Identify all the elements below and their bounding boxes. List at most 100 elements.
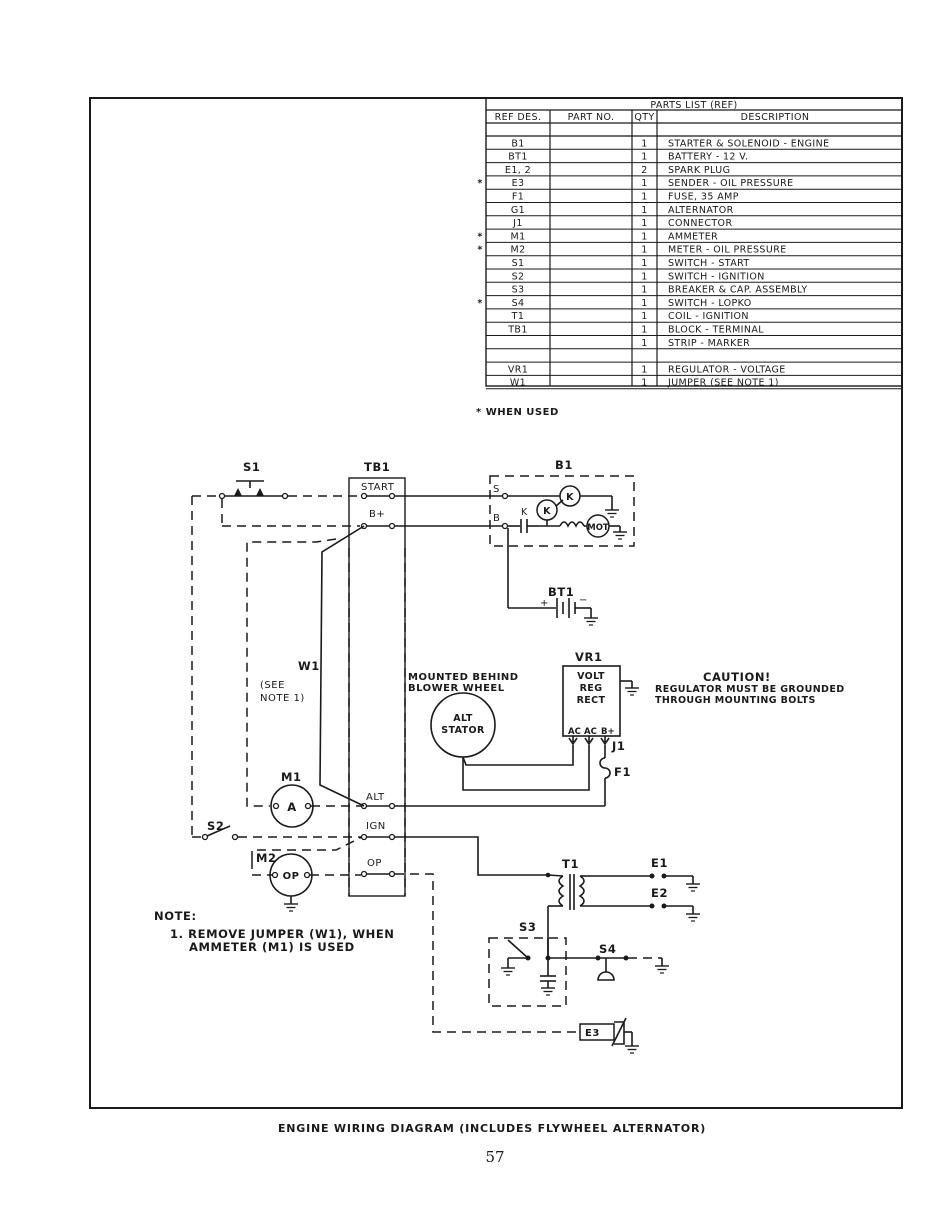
ref-des: E1, 2 [505, 165, 531, 176]
description: STARTER & SOLENOID - ENGINE [668, 138, 830, 149]
see-note-line2: NOTE 1) [260, 693, 305, 704]
vr-volt: VOLT [577, 671, 605, 682]
note-line1: 1. REMOVE JUMPER (W1), WHEN [170, 927, 395, 941]
w1-label: W1 [298, 659, 320, 673]
jumper-w1: W1 (SEE NOTE 1) [260, 525, 365, 807]
qty: 1 [641, 205, 647, 216]
s4-label: S4 [599, 942, 616, 956]
header-part-no: PART NO. [568, 112, 615, 123]
qty: 1 [641, 192, 647, 203]
vr-ac2: AC [584, 727, 597, 737]
qty: 1 [641, 152, 647, 163]
qty: 2 [641, 165, 647, 176]
e3-label: E3 [585, 1028, 600, 1039]
fuse-f1: F1 [599, 745, 631, 779]
b1-label: B1 [555, 458, 573, 472]
description: CONNECTOR [668, 218, 732, 229]
op-symbol: OP [283, 871, 300, 882]
j1-label: J1 [611, 739, 625, 753]
ammeter-symbol: A [287, 800, 297, 814]
ignition-coil-t1: T1 [545, 857, 650, 910]
stator-label-2: STATOR [441, 725, 485, 736]
description: METER - OIL PRESSURE [668, 245, 787, 256]
t1-label: T1 [562, 857, 579, 871]
s3-label: S3 [519, 920, 536, 934]
s1-label: S1 [243, 460, 260, 474]
qty: 1 [641, 245, 647, 256]
ref-des: S4 [512, 298, 525, 309]
caution-note: CAUTION! REGULATOR MUST BE GROUNDED THRO… [655, 670, 845, 706]
qty: 1 [641, 364, 647, 375]
alternator-stator-g1: MOUNTED BEHIND BLOWER WHEEL ALT STATOR [408, 672, 519, 758]
description: SPARK PLUG [668, 165, 730, 176]
vr-reg: REG [580, 683, 603, 694]
caution-line1: REGULATOR MUST BE GROUNDED [655, 684, 845, 695]
used-mark: * [477, 298, 482, 309]
qty: 1 [641, 298, 647, 309]
m2-label: M2 [256, 851, 277, 865]
description: JUMPER (SEE NOTE 1) [667, 378, 779, 389]
ref-des: E3 [512, 178, 525, 189]
note-block: NOTE: 1. REMOVE JUMPER (W1), WHEN AMMETE… [154, 909, 395, 954]
starter-solenoid-b1: B1 S B K K K MOT [489, 458, 635, 547]
breaker-cap-s3: S3 [488, 920, 567, 1007]
voltage-regulator-vr1: VR1 VOLT REG RECT AC AC B+ J1 [562, 650, 640, 753]
parts-row: J1 1 CONNECTOR [486, 218, 902, 230]
coil-k2-label: K [543, 506, 551, 517]
parts-row: * S4 1 SWITCH - LOPKO [477, 298, 902, 310]
vr-bplus: B+ [601, 727, 615, 737]
description: BREAKER & CAP. ASSEMBLY [668, 285, 808, 296]
coil-k1-label: K [566, 492, 574, 503]
ref-des: G1 [511, 205, 525, 216]
battery-minus: − [579, 595, 588, 606]
caution-title: CAUTION! [703, 670, 771, 684]
parts-row: W1 1 JUMPER (SEE NOTE 1) [486, 378, 902, 390]
k-label: K [521, 507, 528, 518]
bt1-label: BT1 [548, 585, 574, 599]
description: COIL - IGNITION [668, 311, 749, 322]
used-mark: * [477, 245, 482, 256]
note-line2: AMMETER (M1) IS USED [189, 940, 355, 954]
parts-list-table: PARTS LIST (REF) REF DES. PART NO. QTY D… [477, 97, 903, 390]
spark-plug-e1: E1 [649, 856, 701, 892]
qty: 1 [641, 231, 647, 242]
ref-des: BT1 [508, 152, 528, 163]
battery-bt1: BT1 + − [507, 528, 599, 626]
ref-des: W1 [510, 378, 526, 389]
qty: 1 [641, 271, 647, 282]
ref-des: J1 [512, 218, 523, 229]
note-title: NOTE: [154, 909, 197, 923]
qty: 1 [641, 218, 647, 229]
oil-pressure-meter-m2: M2 OP [256, 851, 313, 912]
stator-label-1: ALT [453, 713, 473, 724]
e1-label: E1 [651, 856, 668, 870]
e2-label: E2 [651, 886, 668, 900]
caution-line2: THROUGH MOUNTING BOLTS [655, 695, 816, 706]
qty: 1 [641, 311, 647, 322]
mounted-behind: MOUNTED BEHIND [408, 672, 519, 683]
f1-label: F1 [614, 765, 631, 779]
ref-des: VR1 [508, 364, 528, 375]
qty: 1 [641, 378, 647, 389]
oil-pressure-sender-e3: E3 [579, 1017, 640, 1054]
m1-label: M1 [281, 770, 302, 784]
description: SWITCH - START [668, 258, 750, 269]
header-description: DESCRIPTION [741, 112, 810, 123]
ignition-switch-s2: S2 [201, 819, 239, 841]
header-qty: QTY [634, 112, 654, 123]
ref-des: T1 [511, 311, 525, 322]
vr-ac1: AC [568, 727, 581, 737]
description: SWITCH - LOPKO [668, 298, 752, 309]
description: BLOCK - TERMINAL [668, 325, 764, 336]
figure-caption: ENGINE WIRING DIAGRAM (INCLUDES FLYWHEEL… [278, 1122, 706, 1135]
ref-des: S1 [512, 258, 525, 269]
